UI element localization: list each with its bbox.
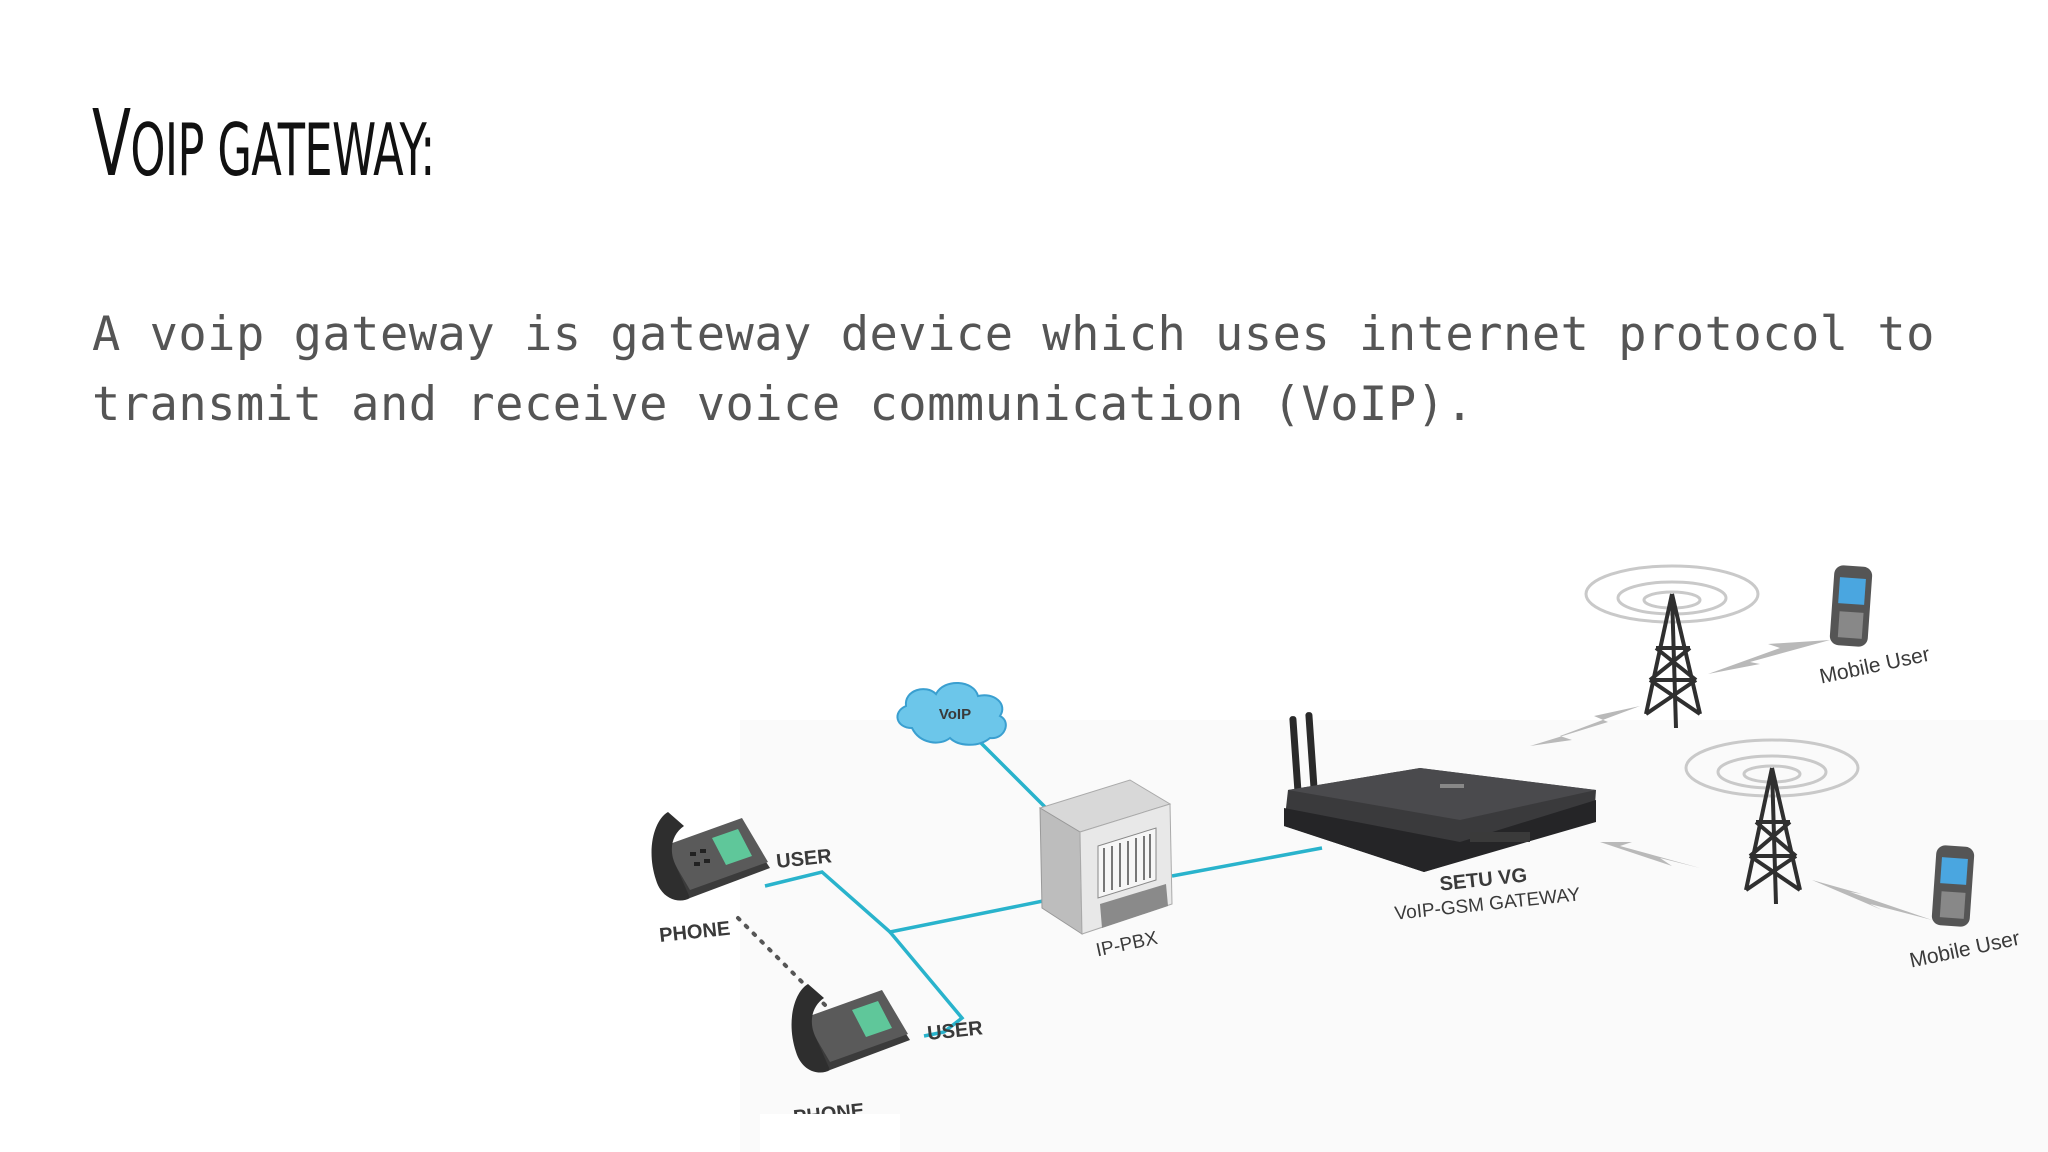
cell-tower-bottom-icon — [1684, 738, 1860, 905]
desk-phone-bottom-icon — [791, 984, 910, 1073]
lightning-tower-bottom-to-mobile — [1812, 880, 1932, 920]
cloud-label: VoIP — [939, 706, 971, 723]
link-phone-top-to-pbx — [764, 870, 1049, 934]
lightning-gateway-to-tower-top — [1530, 706, 1640, 746]
mobile-phone-top-icon — [1829, 565, 1873, 647]
slide-title-lead: V — [92, 90, 131, 197]
cell-tower-top-icon — [1584, 564, 1760, 729]
mobile-user-top-label: Mobile User — [1817, 643, 1931, 689]
slide-title-rest: OIP GATEWAY: — [130, 108, 435, 192]
mobile-phone-bottom-icon — [1931, 845, 1975, 927]
voip-gsm-gateway-icon — [1284, 712, 1596, 872]
diagram-crop-mask — [760, 1114, 900, 1152]
dotted-link-phones — [736, 916, 830, 1010]
link-pbx-to-gateway — [1171, 846, 1323, 878]
slide-body-text: A voip gateway is gateway device which u… — [92, 307, 1935, 432]
voip-cloud-icon — [896, 681, 1007, 746]
link-phone-bottom-to-pbx — [888, 930, 965, 1038]
wireless-links — [1530, 640, 1932, 920]
lightning-gateway-to-tower-bottom — [1600, 842, 1700, 868]
lightning-tower-top-to-mobile — [1708, 640, 1830, 674]
phone-top-label: PHONE — [658, 918, 731, 947]
connection-lines — [764, 740, 1323, 1038]
ip-pbx-icon — [1038, 779, 1173, 935]
desk-phone-top-icon — [651, 812, 770, 901]
slide-title: VOIP GATEWAY: — [92, 90, 435, 197]
link-cloud-to-pbx — [978, 740, 1048, 810]
